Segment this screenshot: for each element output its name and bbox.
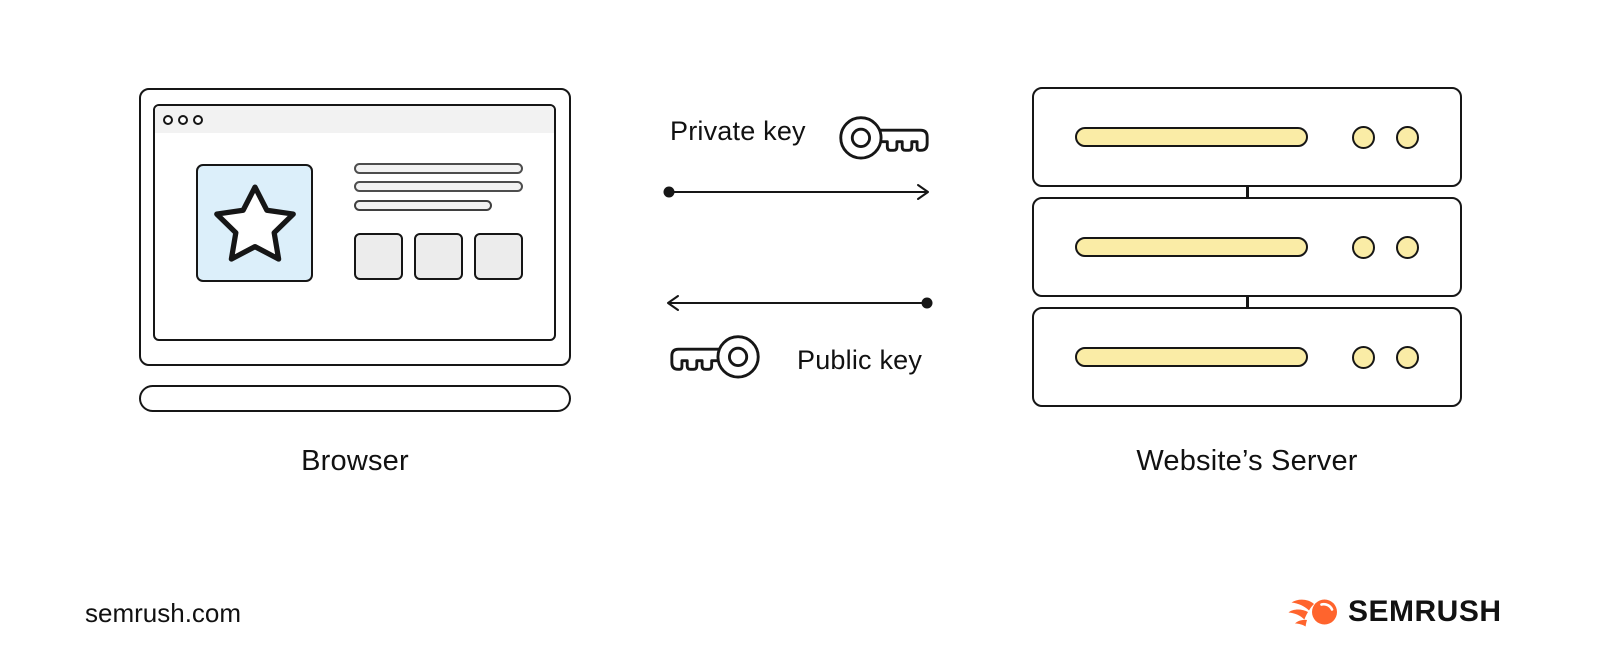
site-url: semrush.com [85, 598, 242, 628]
window-control-dot [178, 114, 188, 125]
server-lights [1352, 345, 1419, 369]
text-line-placeholder [354, 181, 523, 192]
server-light [1396, 125, 1419, 149]
server-light [1352, 125, 1375, 149]
public-key-label: Public key [797, 345, 923, 375]
server-lights [1352, 125, 1419, 149]
browser-window [153, 104, 556, 341]
semrush-wordmark: SEMRUSH [1348, 595, 1502, 628]
text-line-placeholder [354, 163, 523, 174]
content-tile-placeholder [354, 233, 403, 280]
server-unit [1032, 307, 1462, 407]
server-light [1396, 235, 1419, 259]
server-connector [1246, 187, 1249, 197]
server-lights [1352, 235, 1419, 259]
semrush-logo: SEMRUSH [1288, 597, 1502, 627]
server-light [1352, 235, 1375, 259]
semrush-flame-icon [1288, 599, 1337, 627]
image-placeholder-panel [196, 164, 313, 282]
window-control-dot [163, 114, 173, 125]
server-label: Website’s Server [1136, 445, 1358, 477]
right-arrow [663, 184, 929, 200]
server-light [1396, 345, 1419, 369]
text-line-placeholder [354, 200, 492, 211]
browser-label: Browser [301, 445, 409, 477]
server-slot-bar [1075, 127, 1308, 147]
private-key-icon [839, 116, 929, 160]
private-key-label: Private key [670, 116, 806, 146]
content-tile-placeholder [414, 233, 463, 280]
content-tile-placeholder [474, 233, 523, 280]
laptop-base [139, 385, 571, 412]
server-light [1352, 345, 1375, 369]
server-unit [1032, 87, 1462, 187]
public-key-icon [670, 335, 760, 379]
server-slot-bar [1075, 347, 1308, 367]
server-connector [1246, 297, 1249, 307]
left-arrow [667, 295, 933, 311]
window-control-dot [193, 114, 203, 125]
star-icon [213, 184, 296, 262]
server-slot-bar [1075, 237, 1308, 257]
browser-titlebar [155, 106, 554, 133]
server-unit [1032, 197, 1462, 297]
